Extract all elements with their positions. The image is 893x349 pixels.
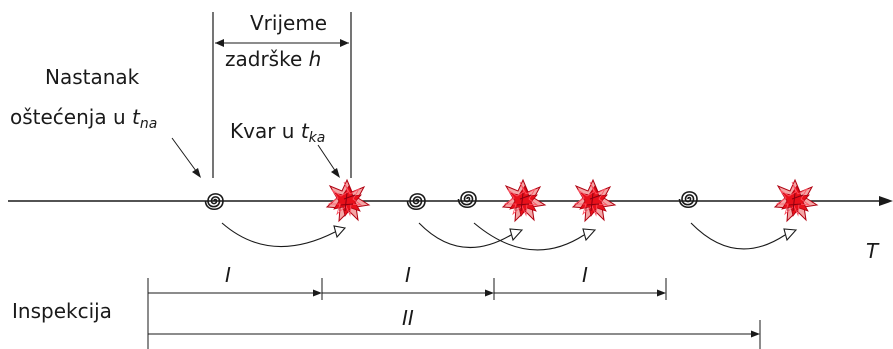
failure-text: Kvar u bbox=[230, 119, 295, 143]
inspection-label: Inspekcija bbox=[12, 299, 112, 323]
interval-long-label: II bbox=[402, 306, 414, 330]
curved-arrow-icon bbox=[418, 222, 512, 248]
failure-variable: t bbox=[300, 119, 309, 143]
spiral-icon bbox=[457, 191, 477, 209]
failure-subscript: ka bbox=[308, 130, 326, 146]
time-axis-label: T bbox=[866, 239, 879, 263]
defect-onset-variable: t bbox=[131, 105, 140, 129]
defect-onset-label-line2: oštećenja u tna bbox=[10, 104, 158, 132]
defect-onset-label-line1: Nastanak bbox=[45, 65, 140, 89]
delay-time-variable: h bbox=[308, 47, 322, 71]
delay-time-text: zadrške bbox=[225, 47, 303, 71]
spiral-icon bbox=[678, 191, 698, 209]
curved-arrow-icon bbox=[473, 222, 585, 251]
delay-time-label-line2: zadrške h bbox=[225, 46, 321, 72]
curved-arrow-icon bbox=[221, 222, 336, 248]
interval-3-label: I bbox=[582, 263, 588, 287]
defect-onset-text: oštećenja u bbox=[10, 105, 126, 129]
inspection-intervals bbox=[147, 278, 761, 349]
interval-2-label: I bbox=[405, 263, 411, 287]
interval-1-label: I bbox=[225, 263, 231, 287]
failure-label: Kvar u tka bbox=[230, 118, 326, 146]
defect-pointer-arrow bbox=[171, 137, 200, 176]
time-axis-arrowhead bbox=[879, 196, 893, 206]
defect-onset-subscript: na bbox=[139, 116, 158, 132]
curved-arrow-icon bbox=[690, 222, 786, 250]
delay-time-label-line1: Vrijeme bbox=[250, 11, 328, 35]
